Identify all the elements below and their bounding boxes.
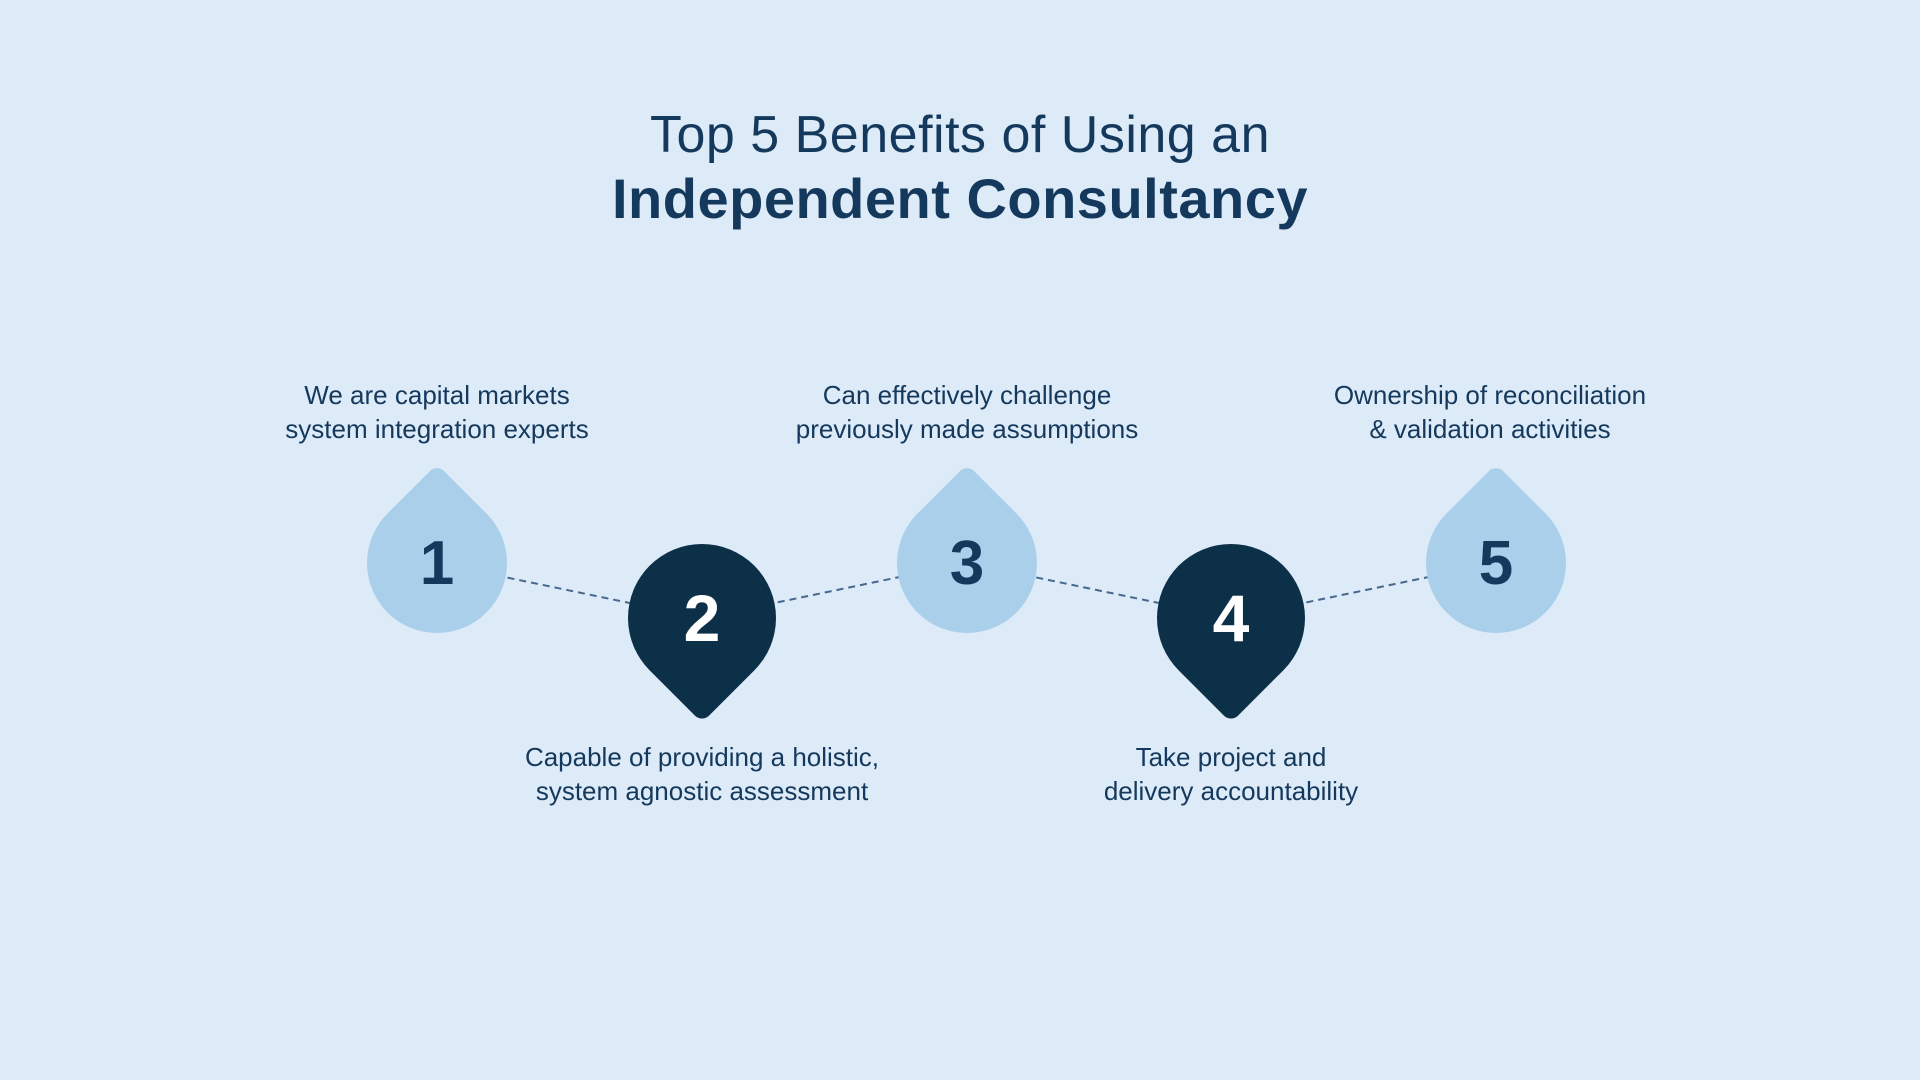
- benefit-node-1: 1: [338, 464, 536, 662]
- benefit-label-1: We are capital markets system integratio…: [285, 380, 589, 445]
- benefit-node-2: 2: [597, 513, 807, 723]
- benefit-node-5: 5: [1397, 464, 1595, 662]
- page-title: Top 5 Benefits of Using an Independent C…: [0, 104, 1920, 232]
- benefit-label-4: Take project and delivery accountability: [1103, 742, 1359, 807]
- benefit-number-3: 3: [949, 528, 985, 598]
- benefit-node-4: 4: [1126, 513, 1336, 723]
- benefit-number-2: 2: [683, 581, 721, 655]
- benefit-node-3: 3: [868, 464, 1066, 662]
- benefit-number-4: 4: [1212, 581, 1250, 655]
- title-line-2: Independent Consultancy: [612, 167, 1308, 231]
- benefit-number-5: 5: [1478, 528, 1514, 598]
- benefit-label-3: Can effectively challenge previously mad…: [795, 380, 1139, 445]
- title-line-1: Top 5 Benefits of Using an: [649, 106, 1271, 164]
- benefit-label-5: Ownership of reconciliation & validation…: [1333, 380, 1647, 445]
- benefit-number-1: 1: [419, 528, 455, 598]
- benefit-label-2: Capable of providing a holistic, system …: [524, 742, 880, 807]
